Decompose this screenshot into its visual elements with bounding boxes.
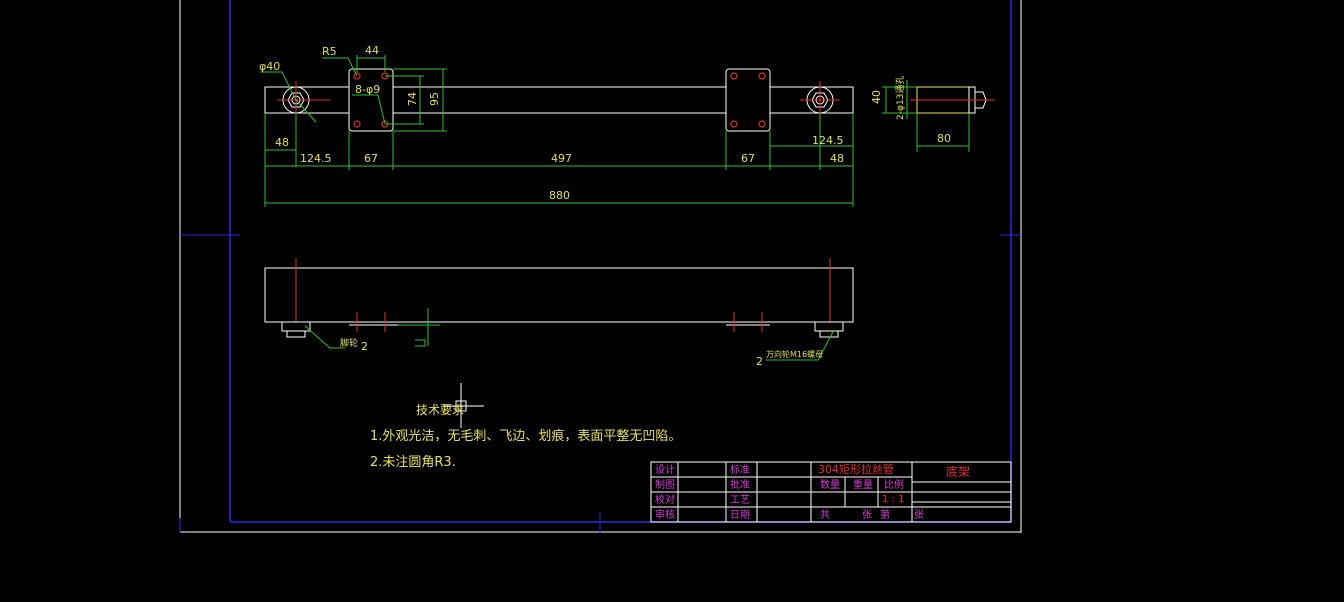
drawing-frame: [179, 0, 1022, 533]
tb-draw: 制图: [655, 478, 675, 491]
dim-48-left: 48: [275, 136, 289, 149]
dim-side-80: 80: [937, 132, 951, 145]
tb-assembly: 底架: [946, 464, 970, 479]
dim-holes: 8-φ9: [355, 83, 380, 96]
dim-r5: R5: [322, 45, 337, 58]
tb-standard: 标准: [730, 464, 750, 476]
caster-nut-right: [800, 81, 840, 119]
dim-67-right: 67: [741, 152, 755, 165]
dim-side-holes: 2-φ13通孔: [895, 76, 906, 120]
callout-caster-label: 脚轮: [340, 337, 358, 349]
dim-phi40: φ40: [259, 60, 280, 73]
tb-page: 第: [880, 508, 890, 521]
tb-part-name: 304矩形拉丝管: [818, 462, 894, 476]
tb-total: 共: [820, 509, 830, 521]
tb-qty: 数量: [820, 478, 840, 491]
tb-design: 设计: [655, 463, 675, 476]
tb-sheets: 张: [862, 509, 872, 521]
dim-48-right: 48: [830, 152, 844, 165]
end-view: 40 2-φ13通孔 80: [870, 76, 995, 152]
callout-caster-num: 2: [361, 340, 368, 353]
cad-crosshair-cursor: [443, 383, 484, 428]
top-view: φ40 R5 44 8-φ9 74 95 48 124.5 67 497 67 …: [259, 44, 854, 207]
callout-nut-label: 万向轮M16螺母: [766, 349, 823, 359]
dim-880: 880: [549, 189, 570, 202]
dim-44: 44: [365, 44, 379, 57]
dim-67-left: 67: [364, 152, 378, 165]
callout-nut-num: 2: [756, 355, 763, 368]
dim-side-40: 40: [870, 90, 883, 104]
tb-weight: 重量: [853, 478, 873, 491]
notes-line-1: 1.外观光洁，无毛刺、飞边、划痕，表面平整无凹陷。: [370, 428, 681, 444]
dim-497: 497: [551, 152, 572, 165]
technical-notes: 技术要求 1.外观光洁，无毛刺、飞边、划痕，表面平整无凹陷。 2.未注圆角R3.: [370, 383, 681, 470]
tb-process: 工艺: [730, 494, 750, 506]
dim-95: 95: [428, 92, 441, 106]
notes-line-2: 2.未注圆角R3.: [370, 455, 456, 470]
notes-heading: 技术要求: [416, 403, 464, 417]
front-view: 脚轮 2 2 万向轮M16螺母: [264, 258, 854, 368]
tb-approve: 批准: [730, 478, 750, 491]
tb-audit: 审核: [655, 508, 675, 521]
tb-check: 校对: [655, 493, 675, 506]
tb-date: 日期: [730, 509, 750, 521]
title-block: 设计 制图 校对 审核 标准 批准 工艺 日期 304矩形拉丝管 底架 数量 重…: [650, 461, 1012, 523]
dim-74: 74: [406, 92, 419, 106]
tb-scale-label: 比例: [884, 478, 904, 491]
dim-124-5-left: 124.5: [300, 152, 332, 165]
tb-sheet2: 张: [914, 509, 924, 521]
dim-124-5-right: 124.5: [812, 134, 844, 147]
tb-scale-value: 1 : 1: [882, 494, 904, 505]
